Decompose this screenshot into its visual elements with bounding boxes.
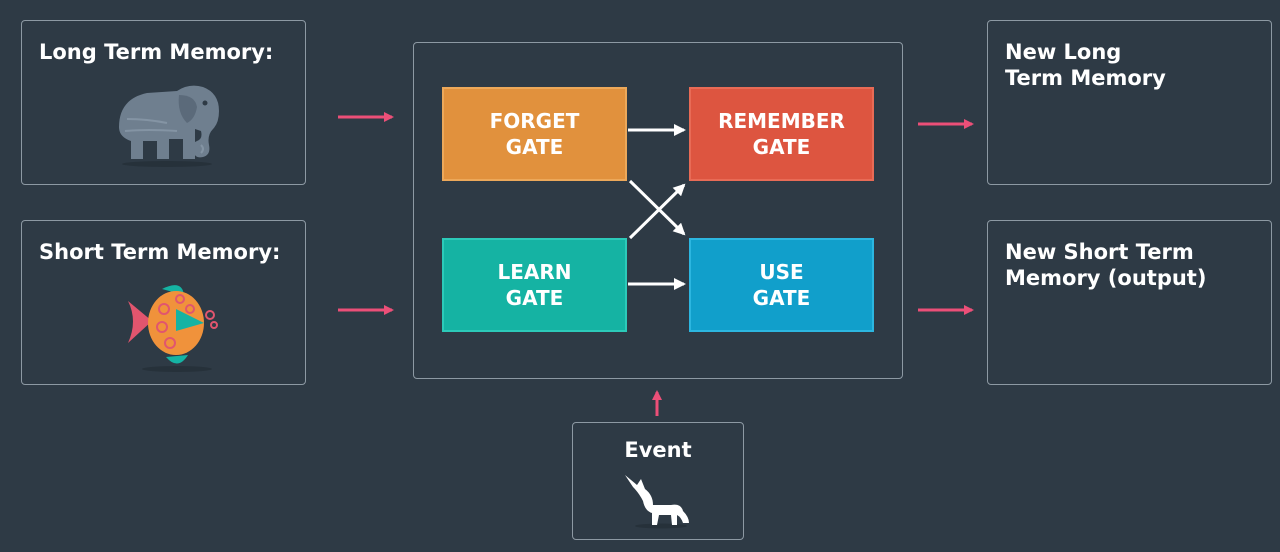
new-short-term-line2: Memory (output): [1005, 266, 1207, 290]
new-long-term-line2: Term Memory: [1005, 66, 1166, 90]
new-short-term-memory-box: New Short Term Memory (output): [987, 220, 1272, 385]
use-gate-line1: USE: [759, 260, 804, 284]
use-gate: USE GATE: [689, 238, 874, 332]
new-long-term-memory-box: New Long Term Memory: [987, 20, 1272, 185]
fish-icon: [128, 285, 218, 372]
learn-gate-line1: LEARN: [497, 260, 572, 284]
learn-gate-line2: GATE: [505, 286, 564, 310]
forget-gate-line2: GATE: [505, 135, 564, 159]
forget-gate: FORGET GATE: [442, 87, 627, 181]
new-short-term-line1: New Short Term: [1005, 240, 1194, 264]
gates-container: [413, 42, 903, 379]
new-long-term-memory-label: New Long Term Memory: [1005, 39, 1166, 91]
remember-gate-line2: GATE: [752, 135, 811, 159]
remember-gate: REMEMBER GATE: [689, 87, 874, 181]
wolf-icon: [625, 475, 689, 529]
new-long-term-line1: New Long: [1005, 40, 1122, 64]
short-term-memory-label: Short Term Memory:: [39, 240, 281, 264]
forget-gate-line1: FORGET: [489, 109, 580, 133]
use-gate-line2: GATE: [752, 286, 811, 310]
long-term-memory-box: Long Term Memory:: [21, 20, 306, 185]
event-box: Event: [572, 422, 744, 540]
remember-gate-line1: REMEMBER: [718, 109, 845, 133]
long-term-memory-label: Long Term Memory:: [39, 40, 274, 64]
new-short-term-memory-label: New Short Term Memory (output): [1005, 239, 1206, 291]
event-label: Event: [624, 438, 692, 462]
elephant-icon: [119, 85, 219, 167]
learn-gate: LEARN GATE: [442, 238, 627, 332]
short-term-memory-box: Short Term Memory:: [21, 220, 306, 385]
